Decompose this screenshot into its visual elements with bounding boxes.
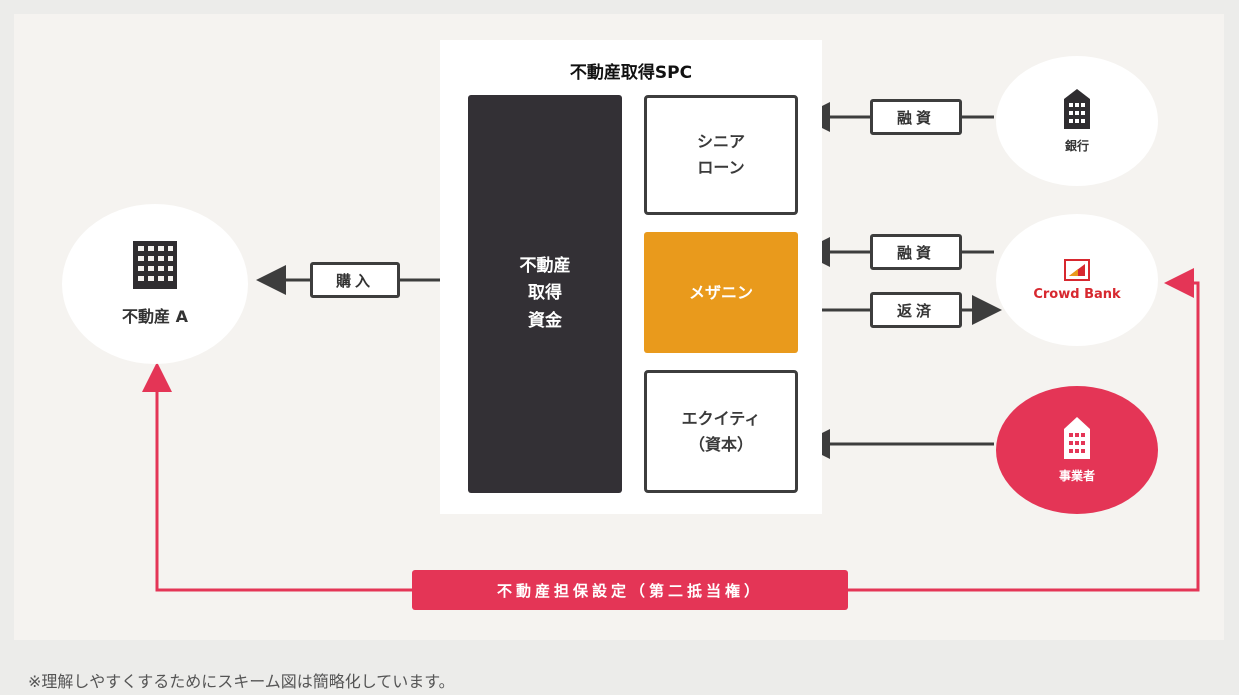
bank-node: 銀行: [996, 56, 1158, 186]
footnote: ※理解しやすくするためにスキーム図は簡略化しています。: [28, 672, 455, 691]
bank-building-icon: [1064, 88, 1090, 129]
senior-loan-box: シニア ローン: [644, 95, 798, 215]
bank-loan-tag: 融資: [870, 99, 962, 135]
crowd-loan-tag: 融資: [870, 234, 962, 270]
property-a-label: 不動産 A: [122, 307, 188, 326]
building-icon: [133, 241, 177, 289]
collateral-line-right: [848, 268, 1200, 592]
purchase-tag: 購入: [310, 262, 400, 298]
bank-label: 銀行: [1064, 138, 1089, 153]
collateral-line: [142, 362, 412, 592]
mezzanine-box: メザニン: [644, 232, 798, 353]
acquisition-funds-box: 不動産 取得 資金: [468, 95, 622, 493]
repayment-tag: 返済: [870, 292, 962, 328]
crowd-bank-node: Crowd Bank: [996, 214, 1158, 346]
property-a-node: 不動産 A: [62, 204, 248, 364]
operator-node: 事業者: [996, 386, 1158, 514]
crowd-bank-label: Crowd Bank: [1033, 286, 1121, 302]
equity-box: エクイティ （資本）: [644, 370, 798, 493]
collateral-label: 不動産担保設定（第二抵当権）: [412, 570, 848, 610]
spc-title: 不動産取得SPC: [569, 63, 693, 83]
operator-building-icon: [1064, 416, 1090, 459]
operator-label: 事業者: [1058, 468, 1095, 483]
crowd-bank-logo-icon: [1064, 258, 1090, 281]
